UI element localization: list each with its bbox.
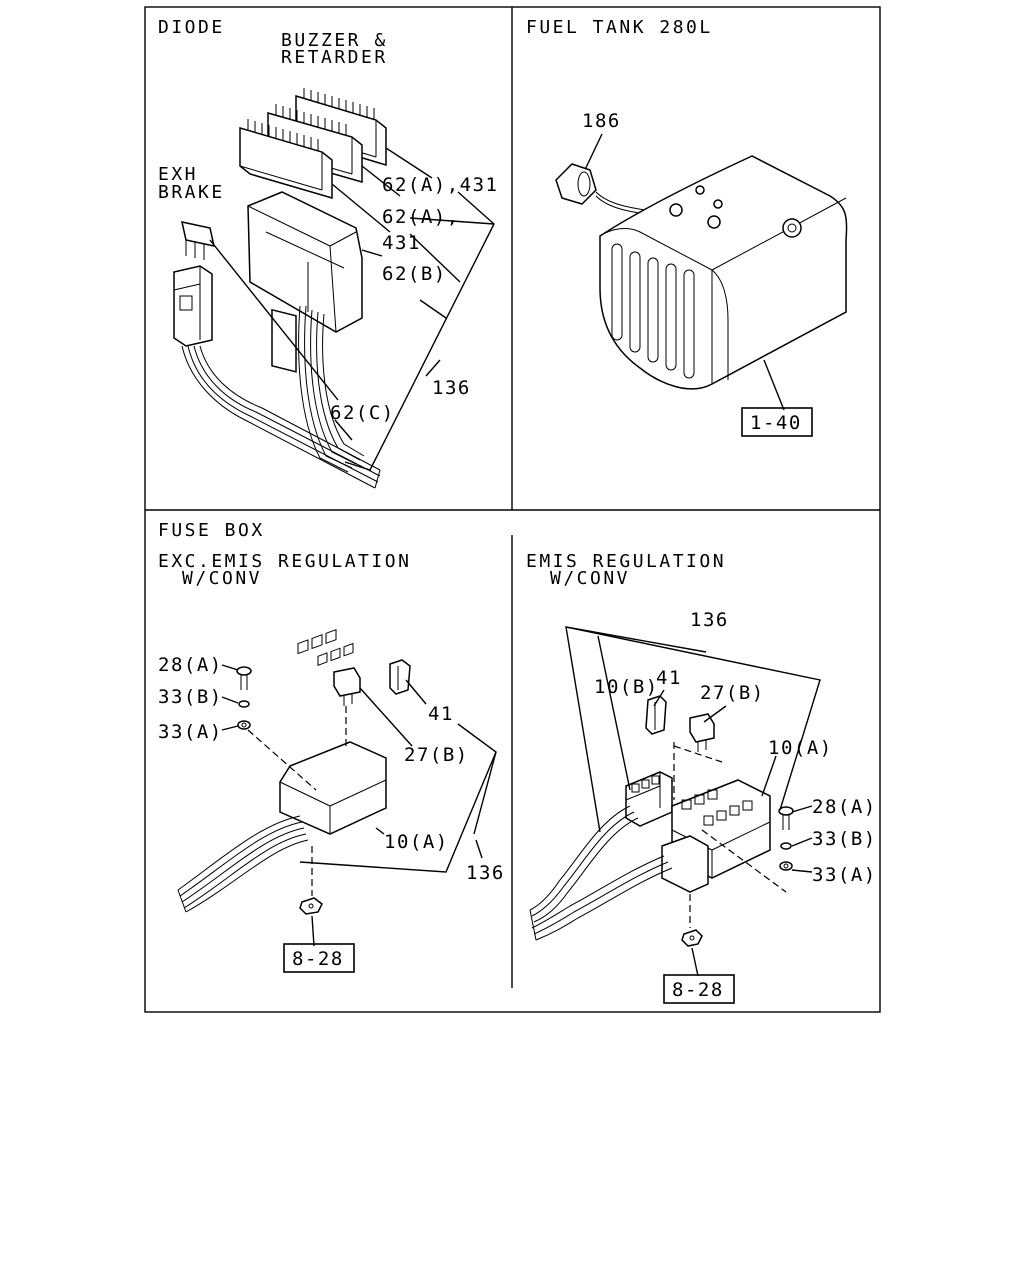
callout-62c: 62(C) <box>330 402 395 424</box>
emis-clip-nut <box>681 929 703 947</box>
exc-callout-41: 41 <box>428 703 454 725</box>
emis-guide-screw <box>701 829 787 893</box>
diode-panel: DIODE BUZZER & RETARDER EXH BRAKE <box>158 17 498 489</box>
callout-136: 136 <box>432 377 471 399</box>
emis-wire-harness <box>529 805 673 941</box>
exc-callout-28a: 28(A) <box>158 654 223 676</box>
fuse-box-emis-panel: EMIS REGULATION W/CONV <box>526 551 877 1004</box>
callout-62a: 62(A), <box>382 206 460 228</box>
exc-fuse-27b <box>333 667 361 706</box>
emis-callout-10a: 10(A) <box>768 737 833 759</box>
exc-callout-27b: 27(B) <box>404 744 469 766</box>
emis-callout-28a: 28(A) <box>812 796 877 818</box>
exc-leader-8-28 <box>311 915 315 947</box>
ref-box-1-40 <box>741 407 813 437</box>
exc-screw <box>236 666 252 730</box>
emis-callout-33b: 33(B) <box>812 828 877 850</box>
exc-callout-10a: 10(A) <box>384 831 449 853</box>
exc-ref-box-8-28 <box>283 943 355 973</box>
emis-callout-41: 41 <box>656 667 682 689</box>
exc-wire-harness <box>177 815 309 913</box>
emis-callout-10b: 10(B) <box>594 676 659 698</box>
emis-leader-8-28 <box>691 947 699 977</box>
fuse-box-section-title: FUSE BOX <box>158 520 265 541</box>
emis-fuse-block-10a <box>661 779 771 893</box>
diode-callouts: 62(A),431 62(A), 431 62(B) 136 62(C) <box>330 174 498 424</box>
exh-brake-connector <box>173 265 213 347</box>
emis-subtitle-line1: EMIS REGULATION <box>526 551 726 572</box>
exh-label-line1: EXH <box>158 164 198 185</box>
diode-wire-harness <box>181 305 381 489</box>
exh-label-line2: BRAKE <box>158 182 225 203</box>
emis-reference-8-28[interactable]: 8-28 <box>672 979 724 1001</box>
diode-section-title: DIODE <box>158 17 225 38</box>
exc-part-41 <box>389 659 411 695</box>
exc-fuse-block <box>279 629 387 835</box>
exc-callout-136: 136 <box>466 862 505 884</box>
emis-leader-lines <box>565 626 821 873</box>
emis-block-10b <box>625 771 673 827</box>
relay-strip-front <box>239 119 333 200</box>
fuel-sender-plug <box>555 163 661 217</box>
leader-1-40 <box>763 359 785 411</box>
exc-leader-lines <box>221 664 497 873</box>
emis-callout-136: 136 <box>690 609 729 631</box>
callout-62a-431: 62(A),431 <box>382 174 498 196</box>
emis-screw-washers <box>778 806 794 871</box>
emis-callout-33a: 33(A) <box>812 864 877 886</box>
fuse-box-exc-panel: FUSE BOX EXC.EMIS REGULATION W/CONV <box>158 520 505 973</box>
buzzer-label-line1: BUZZER & <box>281 30 388 51</box>
emis-guide-27b <box>673 745 723 763</box>
emis-callout-27b: 27(B) <box>700 682 765 704</box>
exc-callout-33a: 33(A) <box>158 721 223 743</box>
exc-callouts: 28(A) 33(B) 33(A) 41 27(B) 10(A) 136 <box>158 654 505 884</box>
tank-ribs <box>611 243 695 379</box>
fuel-tank-panel: FUEL TANK 280L 186 <box>526 17 848 437</box>
callout-431: 431 <box>382 232 421 254</box>
exc-subtitle-line2: W/CONV <box>182 568 262 589</box>
diode-connector-housing <box>247 191 363 373</box>
fuel-tank-section-title: FUEL TANK 280L <box>526 17 713 38</box>
exc-callout-33b: 33(B) <box>158 686 223 708</box>
callout-186: 186 <box>582 110 621 132</box>
diode-component <box>181 221 215 260</box>
emis-ref-box-8-28 <box>663 974 735 1004</box>
exc-reference-8-28[interactable]: 8-28 <box>292 948 344 970</box>
exc-subtitle-line1: EXC.EMIS REGULATION <box>158 551 411 572</box>
diode-leader-lines <box>209 147 495 471</box>
emis-subtitle-line2: W/CONV <box>550 568 630 589</box>
fuel-tank-body <box>599 155 848 390</box>
reference-1-40[interactable]: 1-40 <box>750 412 802 434</box>
exc-clip-nut <box>299 897 323 915</box>
emis-fuse-27b <box>689 713 715 752</box>
exc-guide-screw <box>247 729 317 791</box>
callout-62b: 62(B) <box>382 263 447 285</box>
buzzer-label-line2: RETARDER <box>281 47 388 68</box>
emis-callouts: 136 10(B) 41 27(B) 10(A) 28(A) 33(B) 33(… <box>594 609 877 886</box>
